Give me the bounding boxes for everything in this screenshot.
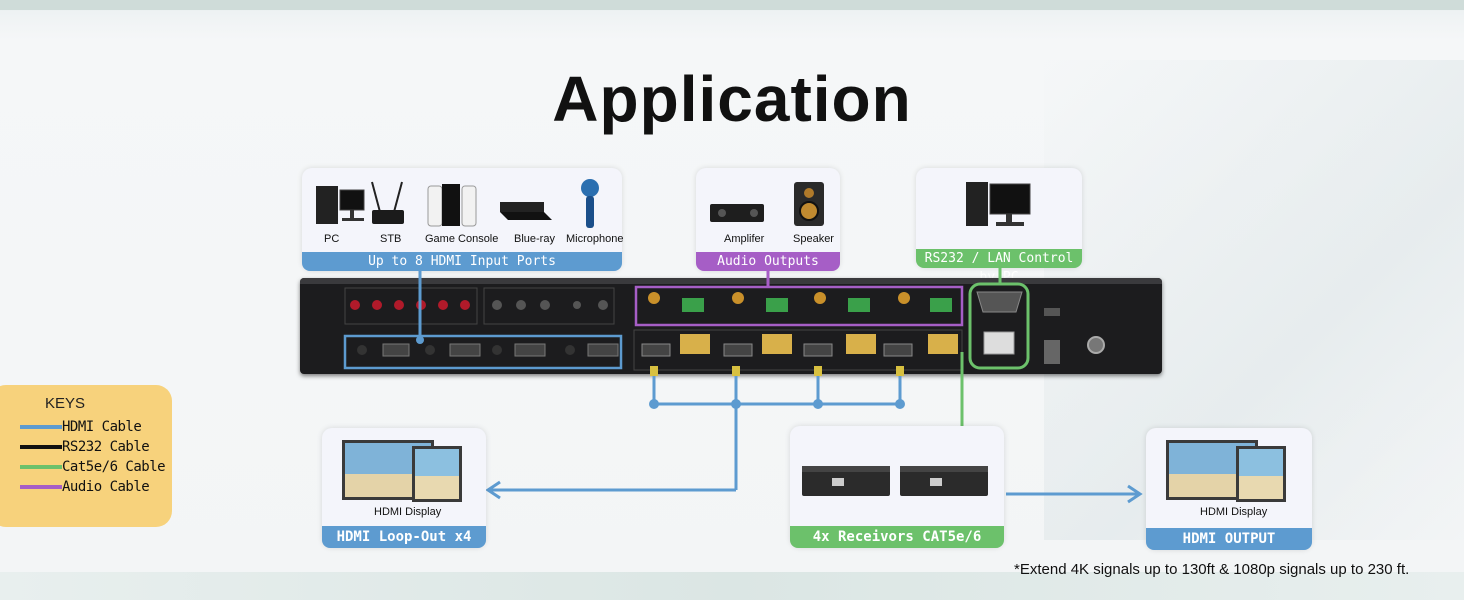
loopout-device-label: HDMI Display xyxy=(374,506,442,518)
keys-legend: KEYS HDMI Cable RS232 Cable Cat5e/6 Cabl… xyxy=(0,385,172,527)
output-display-icon xyxy=(1166,440,1286,502)
panel-top-edge xyxy=(300,278,1162,284)
loopout-display-card: HDMI Display HDMI Loop-Out x4 xyxy=(322,428,486,548)
stb-icon xyxy=(371,181,404,224)
keys-title: KEYS xyxy=(45,395,86,412)
device-label-speaker: Speaker xyxy=(793,233,834,245)
receivers-icon xyxy=(802,466,988,496)
key-rs232: RS232 Cable xyxy=(20,437,150,457)
speaker-icon xyxy=(794,182,824,226)
key-hdmi-label: HDMI Cable xyxy=(62,419,142,435)
audio-outputs-card: Amplifer Speaker Audio Outputs xyxy=(696,168,840,271)
display-icon xyxy=(342,440,462,502)
page-title: Application xyxy=(552,63,912,135)
control-pc-card: RS232 / LAN Control by PC xyxy=(916,168,1082,285)
key-audio-label: Audio Cable xyxy=(62,479,150,495)
receivers-card: 4x Receivors CAT5e/6 xyxy=(790,426,1004,548)
output-device-label: HDMI Display xyxy=(1200,506,1268,518)
hdmi-cable-lines xyxy=(418,268,1143,504)
input-devices-card: PC STB Game Console Blue-ray Microphone … xyxy=(302,168,624,271)
device-label-microphone: Microphone xyxy=(566,233,624,245)
rs232-lan-ports xyxy=(968,282,1030,370)
loopout-card-bar: HDMI Loop-Out x4 xyxy=(322,526,486,548)
key-rs232-swatch xyxy=(20,445,62,449)
game-console-icon xyxy=(427,184,477,227)
device-label-stb: STB xyxy=(380,233,402,245)
top-band xyxy=(0,0,1464,10)
footnote: *Extend 4K signals up to 130ft & 1080p s… xyxy=(1014,561,1410,578)
output-card-bar: HDMI OUTPUT xyxy=(1146,528,1312,550)
control-card-bar: RS232 / LAN Control by PC xyxy=(916,249,1082,285)
receivers-card-bar: 4x Receivors CAT5e/6 xyxy=(790,526,1004,548)
hdmi-plugs xyxy=(650,366,904,376)
input-device-icons xyxy=(316,179,599,228)
key-audio-swatch xyxy=(20,485,62,489)
device-label-amplifier: Amplifer xyxy=(724,233,765,245)
key-cat: Cat5e/6 Cable xyxy=(20,457,166,477)
cat-cable-lines xyxy=(960,268,1002,432)
microphone-icon xyxy=(581,179,599,228)
key-audio: Audio Cable xyxy=(20,477,150,497)
hdmi-junction-dots xyxy=(416,336,905,409)
audio-output-ports xyxy=(634,285,964,327)
hdmi-input-ports xyxy=(343,334,623,370)
key-rs232-label: RS232 Cable xyxy=(62,439,150,455)
pc-icon xyxy=(316,186,365,224)
bottom-band xyxy=(0,572,1464,600)
control-pc-icon xyxy=(966,182,1031,226)
device-label-blu-ray: Blue-ray xyxy=(514,233,555,245)
audio-card-bar: Audio Outputs xyxy=(696,252,840,271)
blu-ray-icon xyxy=(500,202,552,220)
amplifier-icon xyxy=(710,204,764,222)
key-hdmi-swatch xyxy=(20,425,62,429)
audio-input-jacks xyxy=(344,287,615,325)
audio-device-icons xyxy=(710,182,824,226)
key-cat-swatch xyxy=(20,465,62,469)
input-card-bar: Up to 8 HDMI Input Ports xyxy=(302,252,622,271)
key-cat-label: Cat5e/6 Cable xyxy=(62,459,166,475)
key-hdmi: HDMI Cable xyxy=(20,417,142,437)
device-label-pc: PC xyxy=(324,233,340,245)
output-display-card: HDMI Display HDMI OUTPUT xyxy=(1146,428,1312,550)
power-ports xyxy=(1044,308,1105,364)
device-label-game-console: Game Console xyxy=(425,233,499,245)
hdmi-output-ports xyxy=(633,329,963,371)
